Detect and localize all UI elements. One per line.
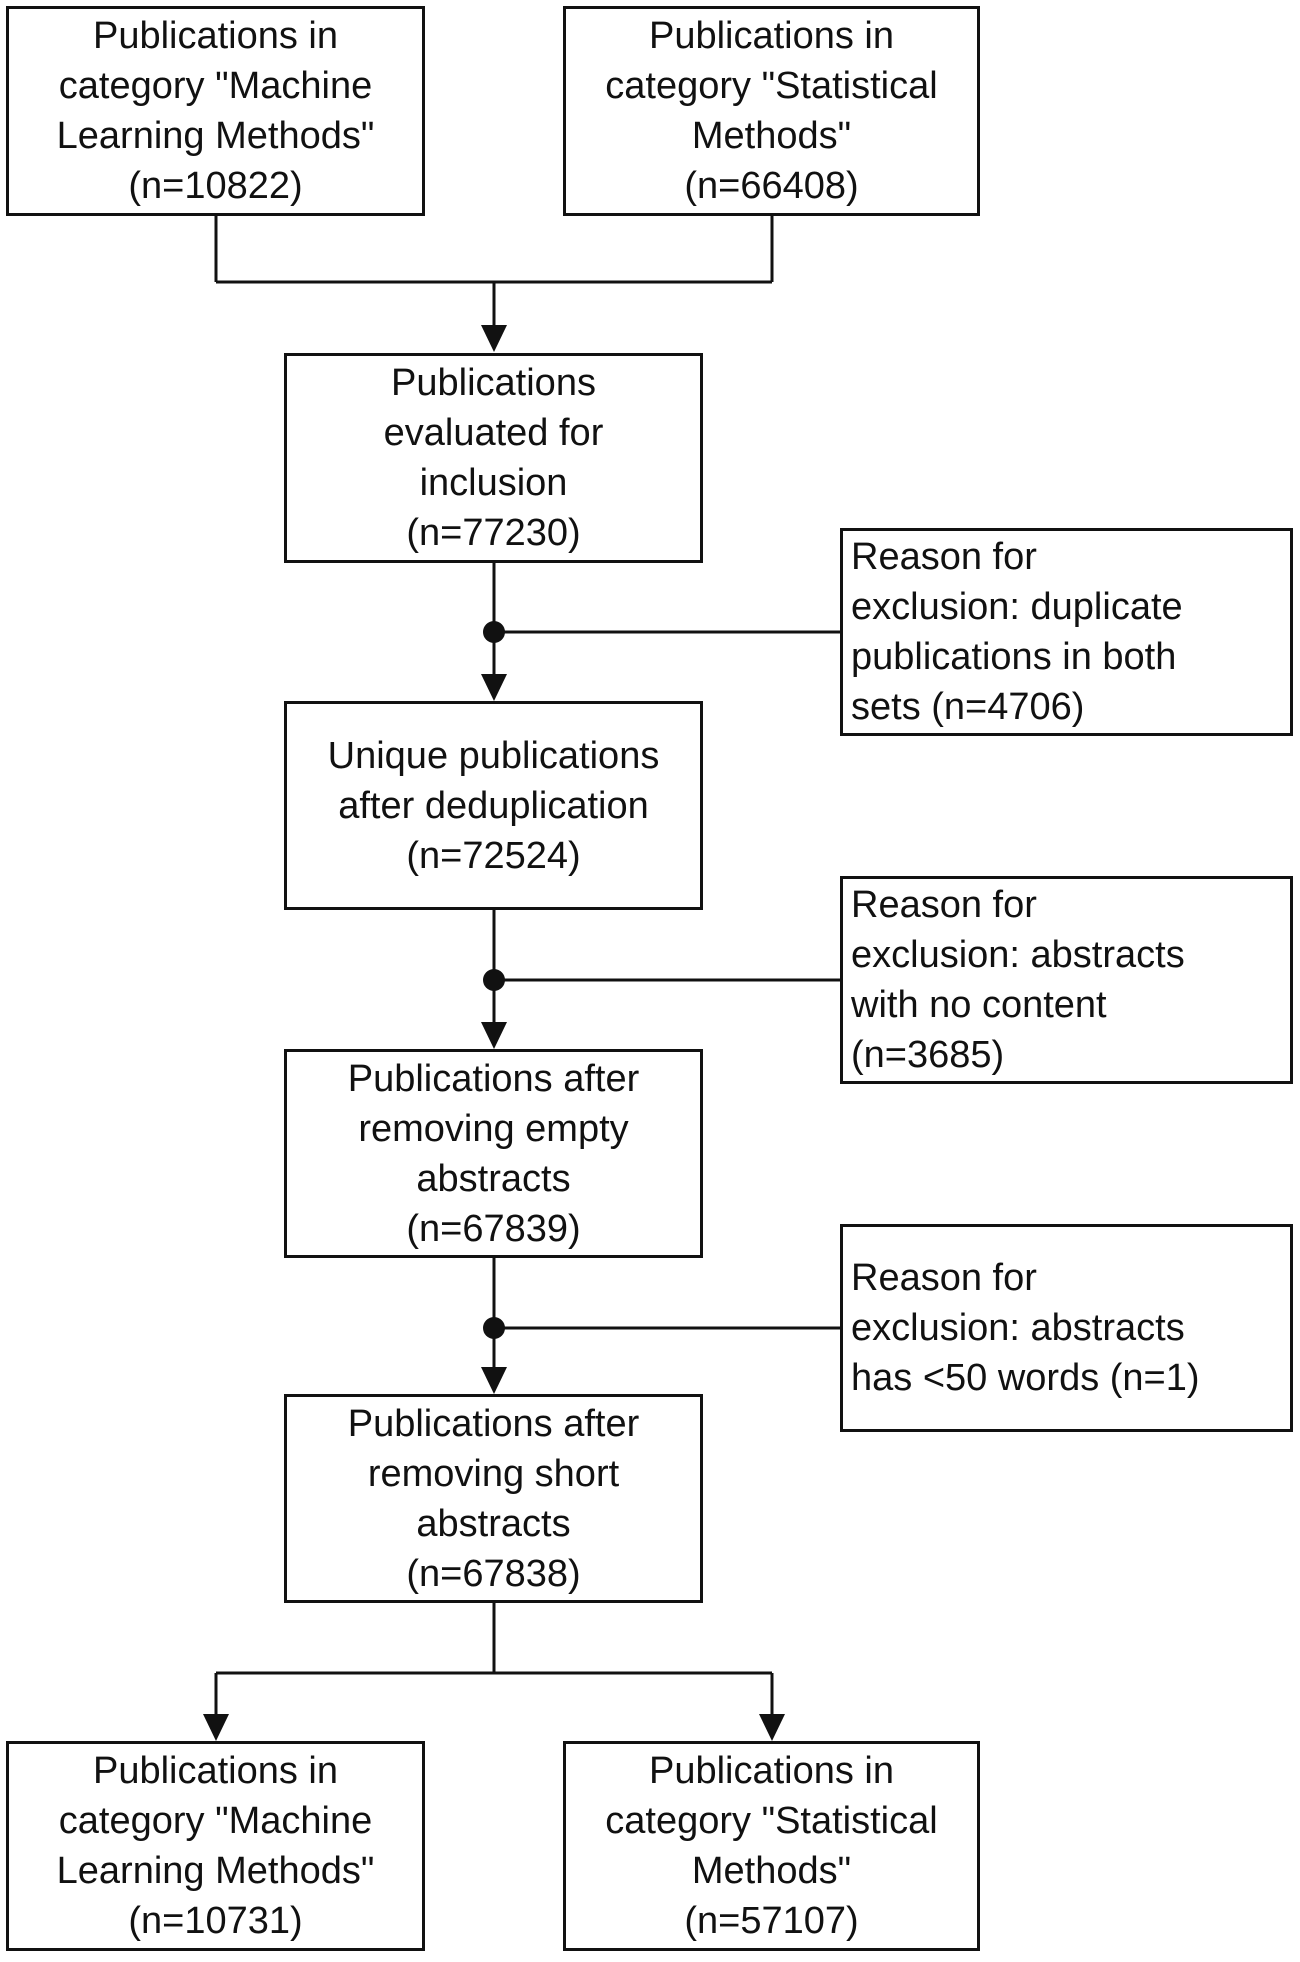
node-line: (n=10731) [128,1900,303,1942]
node-line: (n=3685) [851,1034,1005,1076]
evaluated-box: Publications evaluated for inclusion (n=… [284,353,703,563]
node-line: Methods" [691,115,852,157]
node-line: category "Machine [58,65,373,107]
node-line: Reason for [851,536,1037,578]
node-line: Reason for [851,1257,1037,1299]
ml-final-box: Publications in category "Machine Learni… [6,1741,425,1951]
node-line: (n=72524) [406,834,581,877]
arrowhead-ml-final [203,1714,229,1741]
node-line: (n=10822) [128,165,303,207]
node-line: has <50 words (n=1) [851,1357,1200,1399]
exclusion-empty-box: Reason for exclusion: abstracts with no … [840,876,1293,1084]
arrowhead-stat-final [759,1714,785,1741]
node-line: Publications after [347,1057,640,1100]
node-line: publications in both [851,636,1177,678]
node-line: Publications in [648,15,895,57]
junction-dot-empty [483,969,505,991]
node-line: (n=67838) [406,1552,581,1595]
unique-box: Unique publications after deduplication … [284,701,703,910]
node-line: (n=77230) [406,512,581,554]
node-line: after deduplication [338,784,649,827]
node-line: exclusion: duplicate [851,586,1183,628]
ml-initial-box: Publications in category "Machine Learni… [6,6,425,216]
arrowhead-after-empty [481,1022,507,1049]
junction-dot-short [483,1317,505,1339]
node-line: Unique publications [327,734,660,777]
node-line: inclusion [419,462,568,504]
node-line: category "Statistical [605,65,938,107]
node-line: category "Machine [58,1800,373,1842]
after-empty-box: Publications after removing empty abstra… [284,1049,703,1258]
node-line: Publications in [92,1750,339,1792]
node-line: exclusion: abstracts [851,1307,1185,1349]
node-line: Publications in [648,1750,895,1792]
node-line: exclusion: abstracts [851,934,1185,976]
arrowhead-after-short [481,1367,507,1394]
after-short-box: Publications after removing short abstra… [284,1394,703,1603]
node-line: Publications in [92,15,339,57]
node-line: Publications [391,362,596,404]
node-line: evaluated for [383,412,604,454]
arrowhead-evaluated [481,325,507,352]
node-line: sets (n=4706) [851,686,1085,728]
node-line: (n=66408) [684,165,859,207]
exclusion-short-box: Reason for exclusion: abstracts has <50 … [840,1224,1293,1432]
node-line: abstracts [416,1157,571,1200]
node-line: Methods" [691,1850,852,1892]
node-line: Learning Methods" [56,1850,375,1892]
node-line: category "Statistical [605,1800,938,1842]
stat-initial-box: Publications in category "Statistical Me… [563,6,980,216]
arrowhead-unique [481,674,507,701]
node-line: Publications after [347,1402,640,1445]
node-line: Learning Methods" [56,115,375,157]
node-line: with no content [851,984,1107,1026]
exclusion-duplicates-box: Reason for exclusion: duplicate publicat… [840,528,1293,736]
junction-dot-duplicates [483,621,505,643]
node-line: removing empty [358,1107,629,1150]
stat-final-box: Publications in category "Statistical Me… [563,1741,980,1951]
node-line: abstracts [416,1502,571,1545]
node-line: removing short [367,1452,620,1495]
node-line: Reason for [851,884,1037,926]
node-line: (n=57107) [684,1900,859,1942]
node-line: (n=67839) [406,1207,581,1250]
